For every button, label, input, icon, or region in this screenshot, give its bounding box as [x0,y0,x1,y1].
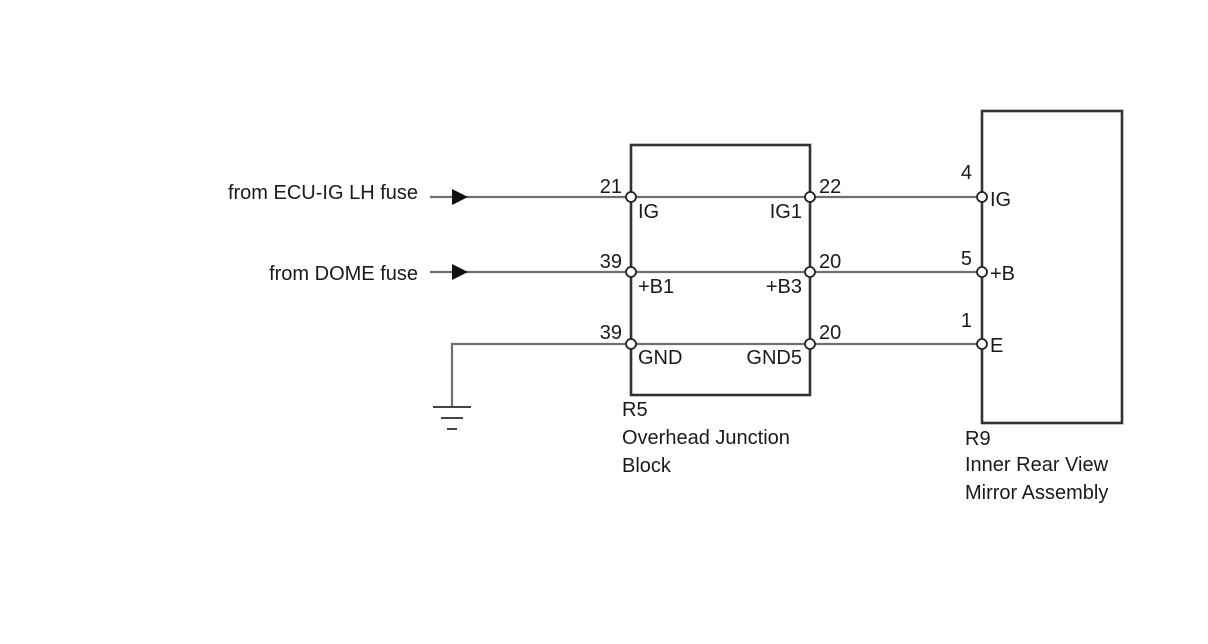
terminal-r5-39-b1 [625,266,637,278]
terminal-r5-39-gnd [625,338,637,350]
input-label-dome: from DOME fuse [269,263,418,285]
pin-signal-r9-2: +B [990,263,1015,285]
pin-number-r5-left-2: 39 [600,251,622,273]
terminal-r9-1 [976,338,988,350]
arrow-dome-icon [452,264,468,280]
pin-number-r5-left-3: 39 [600,322,622,344]
ground-symbol-icon [433,406,471,430]
terminal-r5-22 [804,191,816,203]
pin-signal-r9-3: E [990,335,1003,357]
terminal-r5-20-b3 [804,266,816,278]
mirror-name-line1: Inner Rear View [965,454,1109,476]
mirror-name-line2: Mirror Assembly [965,482,1108,504]
pin-signal-r5-left-3: GND [638,347,682,369]
mirror-code: R9 [965,428,991,450]
pin-number-r5-left-1: 21 [600,176,622,198]
junction-name-line2: Block [622,455,672,477]
pin-number-r5-right-2: 20 [819,251,841,273]
terminal-r5-21 [625,191,637,203]
pin-number-r9-1: 4 [961,162,972,184]
wire-ground [450,342,631,406]
junction-code: R5 [622,399,648,421]
junction-name-line1: Overhead Junction [622,427,790,449]
pin-number-r9-3: 1 [961,310,972,332]
terminal-r9-4 [976,191,988,203]
pin-signal-r5-left-1: IG [638,201,659,223]
pin-number-r5-right-1: 22 [819,176,841,198]
pin-signal-r5-right-2: +B3 [766,276,802,298]
pin-number-r9-2: 5 [961,248,972,270]
pin-signal-r5-right-3: GND5 [746,347,802,369]
terminal-r9-5 [976,266,988,278]
pin-signal-r5-right-1: IG1 [770,201,802,223]
pin-number-r5-right-3: 20 [819,322,841,344]
pin-signal-r9-1: IG [990,189,1011,211]
pin-signal-r5-left-2: +B1 [638,276,674,298]
arrow-ecu-ig-icon [452,189,468,205]
input-label-ecu-ig: from ECU-IG LH fuse [228,182,418,204]
terminal-r5-20-gnd5 [804,338,816,350]
